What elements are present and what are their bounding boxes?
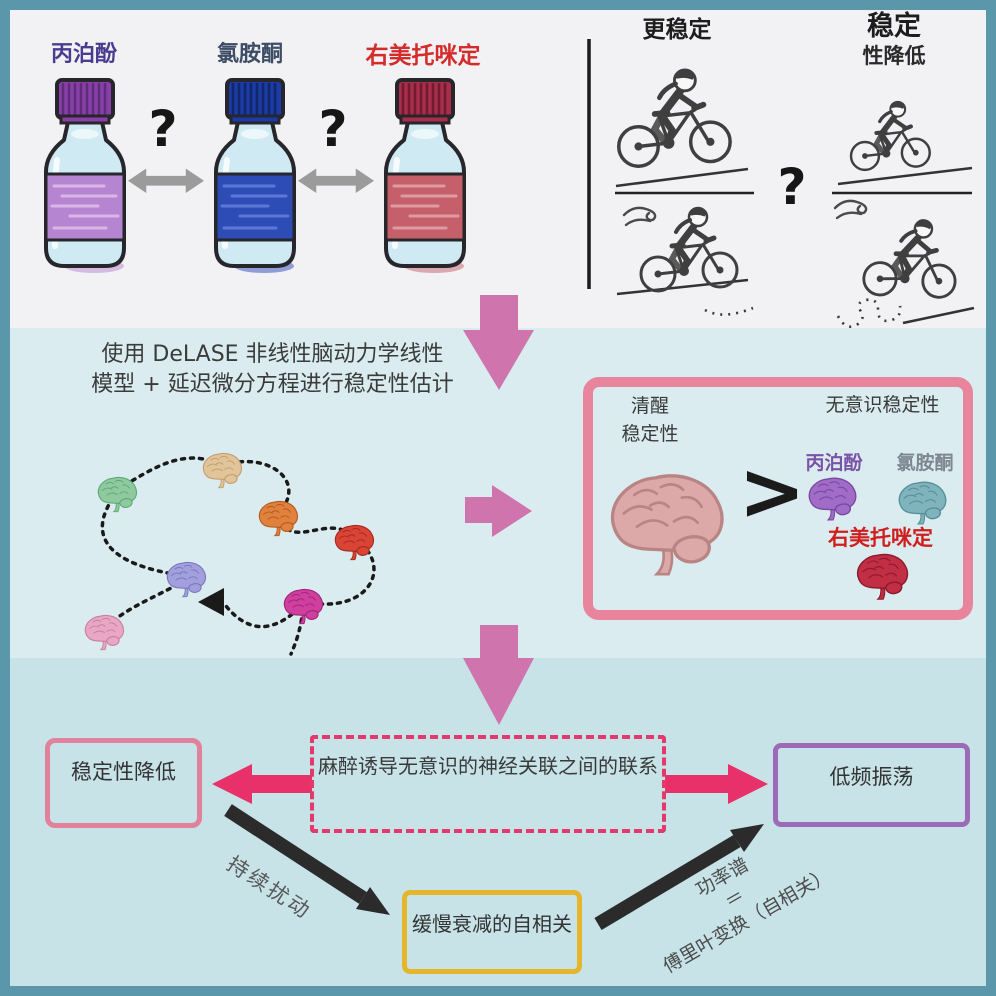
stability-reduced-box: 稳定性降低 xyxy=(45,738,202,828)
method-text: 使用 DeLASE 非线性脑动力学线性 模型 + 延迟微分方程进行稳定性估计 xyxy=(70,340,475,400)
stable-label: 稳定 xyxy=(867,11,921,42)
stability-reduced-box-label: 稳定性降低 xyxy=(71,760,176,784)
dexmedetomidine-brain-label: 右美托咪定 xyxy=(828,526,933,550)
propofol-brain-label: 丙泊酚 xyxy=(805,452,863,474)
ketamine-label: 氯胺酮 xyxy=(216,42,283,67)
stability-reduced-label: 性降低 xyxy=(862,44,926,68)
awake-line-2: 稳定性 xyxy=(621,423,679,445)
question-mark-1: ? xyxy=(148,100,178,158)
unconscious-stability-label: 无意识稳定性 xyxy=(825,394,940,416)
low-frequency-box-label: 低频振荡 xyxy=(829,765,914,789)
autocorrelation-box: 缓慢衰减的自相关 xyxy=(402,890,582,974)
bike-question-mark: ? xyxy=(777,158,807,216)
low-frequency-box: 低频振荡 xyxy=(773,743,970,827)
comparison-box xyxy=(583,377,973,620)
awake-line-1: 清醒 xyxy=(630,395,669,417)
ketamine-brain-label: 氯胺酮 xyxy=(896,452,954,474)
neural-correlates-box-label: 麻醉诱导无意识的神经关联之间的联系 xyxy=(318,754,658,778)
method-line-2: 模型 + 延迟微分方程进行稳定性估计 xyxy=(91,372,454,397)
more-stable-label: 更稳定 xyxy=(642,17,712,43)
method-line-1: 使用 DeLASE 非线性脑动力学线性 xyxy=(101,342,444,367)
awake-stability-label: 清醒 稳定性 xyxy=(600,392,700,448)
autocorrelation-box-label: 缓慢衰减的自相关 xyxy=(412,912,572,936)
propofol-label: 丙泊酚 xyxy=(50,42,117,67)
dexmedetomidine-label: 右美托咪定 xyxy=(365,43,481,69)
question-mark-2: ? xyxy=(318,100,348,158)
neural-correlates-box: 麻醉诱导无意识的神经关联之间的联系 xyxy=(310,735,666,833)
greater-than-sign: > xyxy=(738,445,806,538)
